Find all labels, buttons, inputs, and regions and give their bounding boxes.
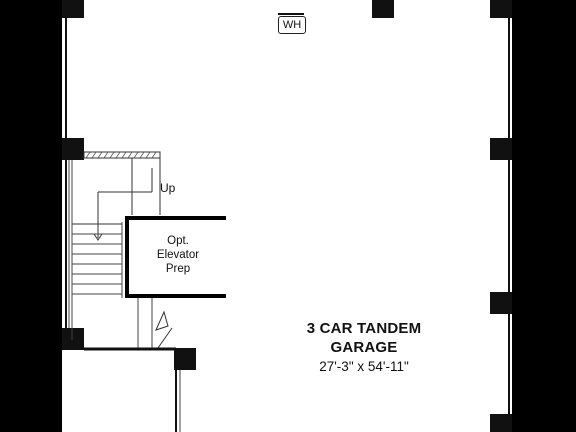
door-leaf xyxy=(157,327,173,349)
elevator-prep-label: Opt. Elevator Prep xyxy=(132,234,224,276)
stair-arrow-head xyxy=(93,233,103,241)
garage-title-line1: 3 CAR TANDEM xyxy=(306,320,422,337)
door-swing xyxy=(155,310,169,331)
garage-label: 3 CAR TANDEM GARAGE 27'-3" x 54'-11" xyxy=(264,319,464,375)
elevator-label-line3: Prep xyxy=(165,263,191,275)
column xyxy=(490,414,512,432)
water-heater-label: WH xyxy=(278,16,306,34)
column xyxy=(62,138,84,160)
stair-up-label: Up xyxy=(160,181,176,195)
elevator-label-line1: Opt. xyxy=(167,235,189,247)
stair-header-hatch xyxy=(85,151,157,159)
column xyxy=(490,0,512,18)
column xyxy=(174,348,196,370)
column xyxy=(372,0,394,18)
column xyxy=(62,328,84,350)
elevator-label-line2: Elevator xyxy=(156,249,200,261)
column xyxy=(62,0,84,18)
elevator-prep-box xyxy=(125,216,226,298)
column xyxy=(490,138,512,160)
column xyxy=(490,292,512,314)
garage-title-line2: GARAGE xyxy=(330,339,398,356)
stair-treads xyxy=(72,233,122,295)
garage-dimensions: 27'-3" x 54'-11" xyxy=(319,359,409,374)
